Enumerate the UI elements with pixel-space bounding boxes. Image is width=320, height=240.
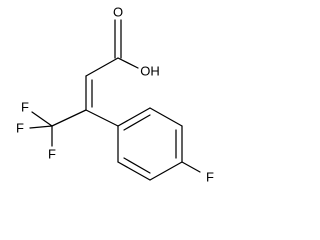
label-hydroxyl: OH [140, 64, 160, 79]
label-fluorine-para: F [206, 170, 214, 185]
bond-c1-c2 [85, 57, 119, 77]
bond-c3-cf3 [51, 109, 87, 127]
label-fluorine-1: F [21, 100, 29, 115]
label-carbonyl-oxygen: O [113, 5, 123, 20]
bond-c3-aryl [85, 109, 119, 127]
bond-ring-fluorine [181, 161, 201, 173]
label-fluorine-2: F [16, 121, 24, 136]
ring-inner-bond-3 [123, 157, 151, 174]
ring-bond-2 [149, 107, 183, 127]
ring-bond-5 [117, 161, 151, 181]
bond-cf3-f1 [31, 111, 53, 127]
label-fluorine-3: F [48, 147, 56, 162]
structure-diagram: O OH F F F F [16, 5, 214, 185]
ring-inner-bond-1 [123, 114, 151, 131]
bond-c-oh [117, 57, 139, 69]
bond-cf3-f2 [29, 125, 53, 129]
ring-bond-1 [117, 107, 151, 127]
ring-bond-4 [149, 161, 183, 181]
